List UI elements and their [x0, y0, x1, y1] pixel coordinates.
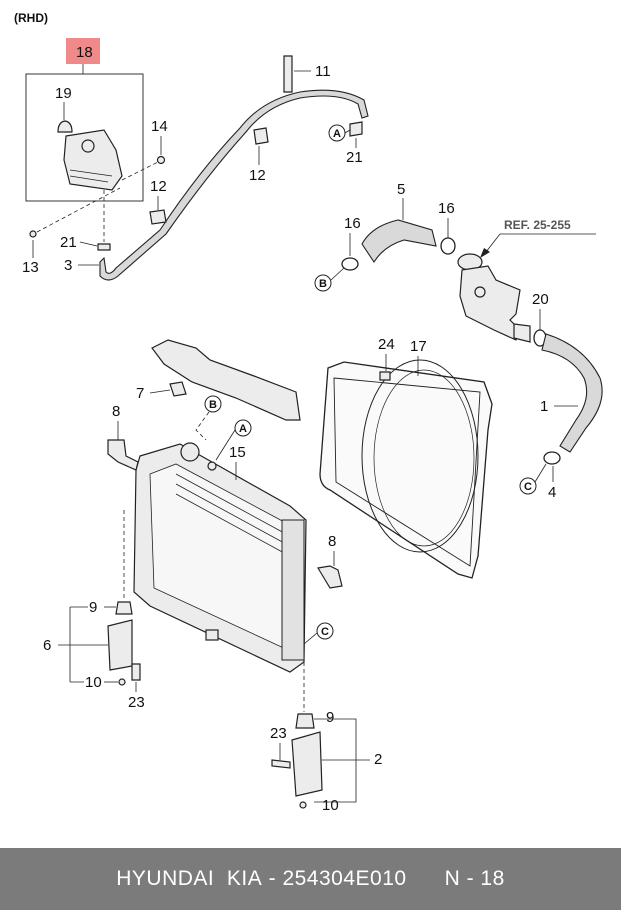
footer-page: N - 18	[444, 867, 505, 890]
label-12-lower[interactable]: 12	[150, 178, 167, 195]
label-16-right[interactable]: 16	[438, 200, 455, 217]
callout-b-right-text: B	[319, 278, 327, 290]
bolt-23-left	[131, 663, 141, 681]
hose-clamp-16-right	[440, 237, 456, 255]
callout-c-lower[interactable]	[316, 622, 334, 640]
label-8-left[interactable]: 8	[112, 403, 120, 420]
label-10-left[interactable]: 10	[85, 674, 102, 691]
highlight-box-18	[66, 38, 100, 64]
label-6[interactable]: 6	[43, 637, 51, 654]
bolt-23-right	[271, 759, 291, 769]
lower-hose-1	[541, 333, 603, 453]
insulator-9-left	[115, 601, 133, 615]
callout-a-middle[interactable]	[234, 419, 252, 437]
bolt-13	[29, 230, 37, 238]
label-5[interactable]: 5	[397, 181, 405, 198]
label-13[interactable]: 13	[22, 259, 39, 276]
bracket-8-left	[107, 439, 139, 471]
label-20[interactable]: 20	[532, 291, 549, 308]
label-14[interactable]: 14	[151, 118, 168, 135]
reservoir-cap	[57, 120, 73, 133]
clip-12-upper	[253, 127, 269, 145]
nut-14	[156, 155, 166, 165]
radiator-seal-plate	[151, 339, 301, 421]
label-23-right[interactable]: 23	[270, 725, 287, 742]
overflow-hose-3	[99, 89, 369, 281]
callout-b-right[interactable]	[314, 274, 332, 292]
label-15[interactable]: 15	[229, 444, 246, 461]
clamp-21-upper	[349, 121, 363, 137]
thermostat-housing	[457, 253, 531, 343]
clamp-21-lower	[97, 243, 111, 251]
reservoir-group-frame	[25, 73, 144, 202]
label-12-upper[interactable]: 12	[249, 167, 266, 184]
label-2[interactable]: 2	[374, 751, 382, 768]
label-9-right[interactable]: 9	[326, 709, 334, 726]
footer-bar: HYUNDAI KIA - 254304E010 N - 18	[0, 848, 621, 910]
parts-diagram: (RHD) 18 19 14 13 21 3 12 12 11 A	[14, 11, 603, 814]
label-19[interactable]: 19	[55, 85, 72, 102]
footer-sep-1: -	[262, 867, 283, 890]
bolt-24	[379, 371, 391, 381]
nut-10-left	[118, 678, 126, 686]
label-17[interactable]: 17	[410, 338, 427, 355]
label-1[interactable]: 1	[540, 398, 548, 415]
bracket-8-right	[317, 565, 343, 589]
callout-c-lower-text: C	[321, 626, 329, 638]
mount-bracket-2-right	[291, 731, 323, 797]
nut-10-right	[299, 801, 307, 809]
label-3[interactable]: 3	[64, 257, 72, 274]
label-4[interactable]: 4	[548, 484, 556, 501]
clip-7	[169, 381, 187, 397]
label-21-lower[interactable]: 21	[60, 234, 77, 251]
hose-clamp-16-left	[341, 257, 359, 271]
footer-gap	[407, 867, 445, 891]
hose-clamp-4	[543, 451, 561, 465]
label-11[interactable]: 11	[315, 63, 331, 80]
label-10-right[interactable]: 10	[322, 797, 339, 814]
radiator-15	[133, 442, 307, 673]
callout-b-left[interactable]	[204, 395, 222, 413]
label-8-right[interactable]: 8	[328, 533, 336, 550]
fan-shroud-17	[319, 359, 493, 579]
label-9-left[interactable]: 9	[89, 599, 97, 616]
label-21-upper[interactable]: 21	[346, 149, 363, 166]
fitting-11	[283, 55, 293, 93]
label-7[interactable]: 7	[136, 385, 144, 402]
label-23-left[interactable]: 23	[128, 694, 145, 711]
label-18[interactable]: 18	[76, 44, 93, 61]
callout-a-top-text: A	[333, 128, 341, 140]
label-24[interactable]: 24	[378, 336, 395, 353]
label-16-left[interactable]: 16	[344, 215, 361, 232]
footer-brand: HYUNDAI KIA	[116, 867, 263, 890]
callout-c-right-text: C	[524, 481, 532, 493]
clip-12-lower	[149, 209, 167, 225]
mount-bracket-6-left	[107, 619, 133, 671]
insulator-9-right	[295, 713, 315, 729]
callout-b-left-text: B	[209, 399, 217, 411]
coolant-reservoir-tank	[63, 129, 123, 191]
callout-c-right[interactable]	[519, 477, 537, 495]
callout-a-middle-text: A	[239, 423, 247, 435]
upper-hose-5	[361, 219, 437, 264]
rhd-label: (RHD)	[14, 11, 48, 25]
footer-part-number: 254304E010	[282, 867, 407, 890]
reference-label: REF. 25-255	[504, 218, 571, 232]
